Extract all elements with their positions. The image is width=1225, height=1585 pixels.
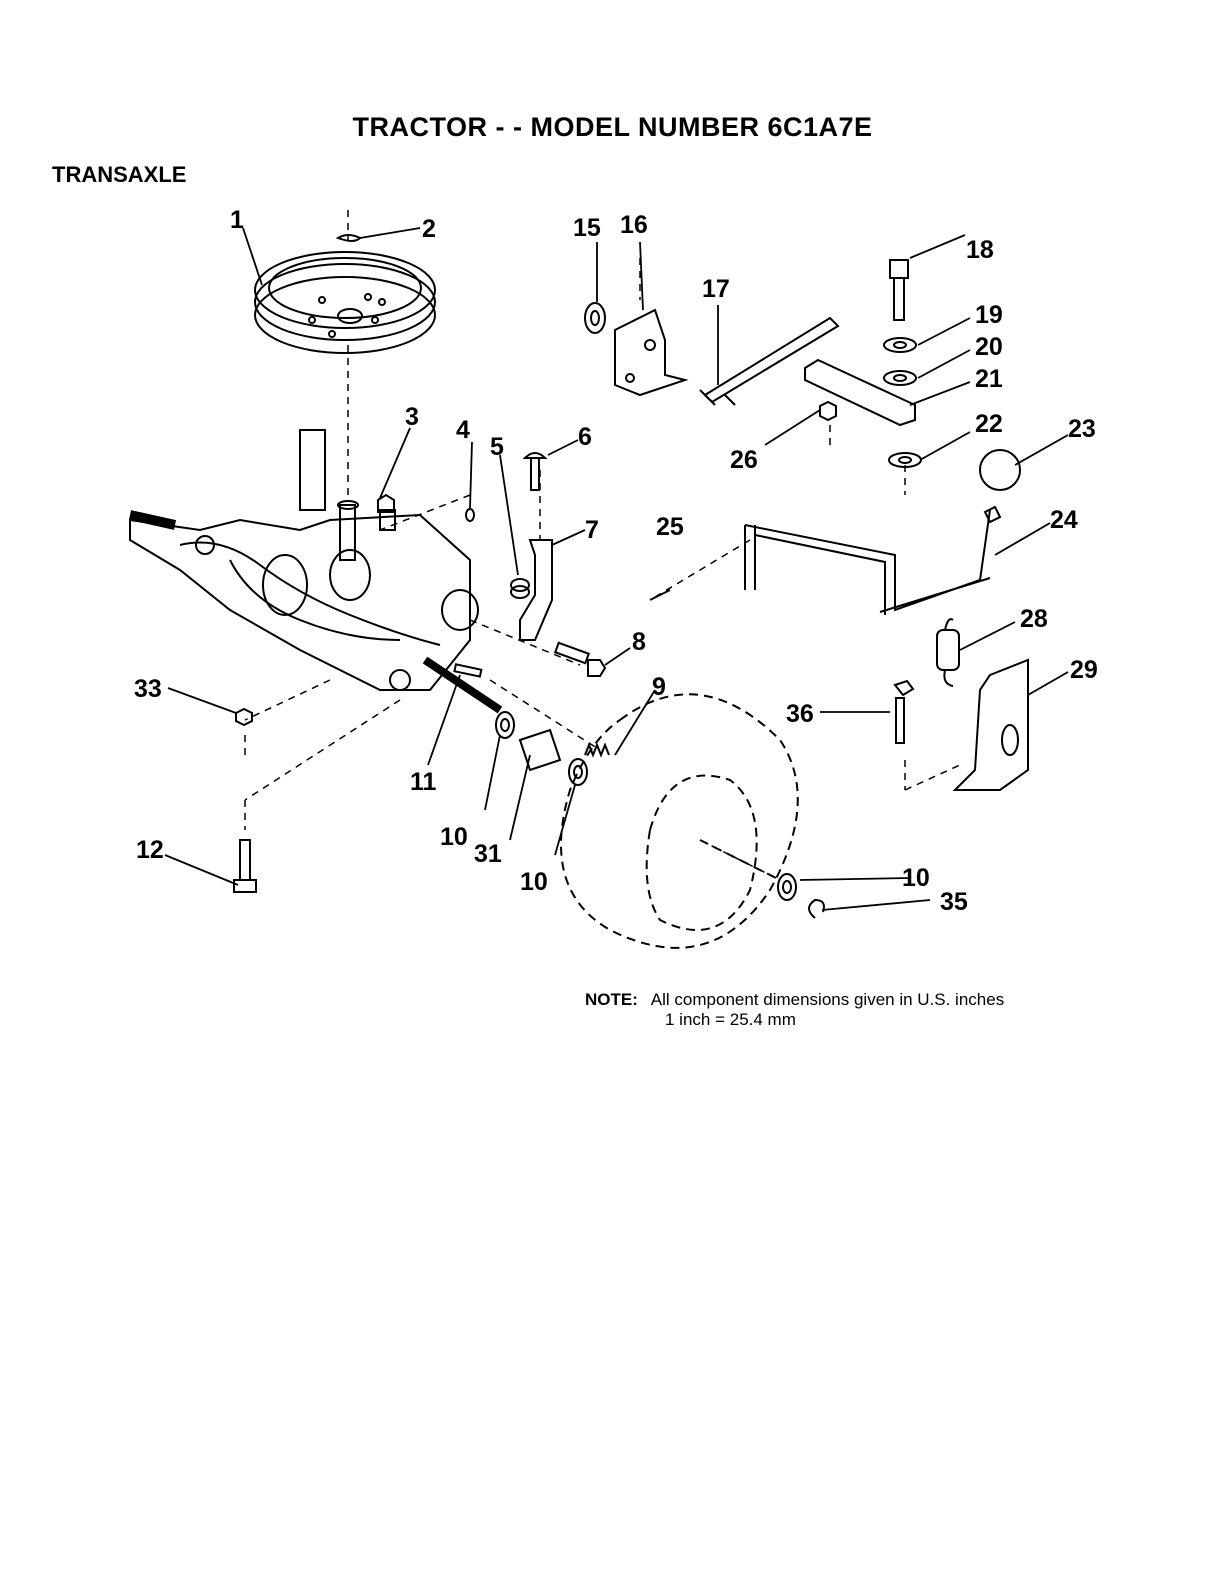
callout-12: 12 bbox=[136, 836, 164, 864]
carriage-bolt-part bbox=[525, 453, 545, 490]
note-line-1: All component dimensions given in U.S. i… bbox=[651, 990, 1004, 1009]
transaxle-housing bbox=[130, 430, 500, 710]
shift-lever-part bbox=[745, 510, 990, 615]
pulley-part bbox=[255, 252, 435, 353]
note-line-2: 1 inch = 25.4 mm bbox=[585, 1010, 1004, 1030]
callout-19: 19 bbox=[975, 301, 1003, 329]
callout-4: 4 bbox=[456, 416, 470, 444]
tension-spring-part bbox=[937, 630, 959, 670]
callout-5: 5 bbox=[490, 433, 504, 461]
callout-22: 22 bbox=[975, 410, 1003, 438]
callout-18: 18 bbox=[966, 236, 994, 264]
callout-21: 21 bbox=[975, 365, 1003, 393]
callout-1: 1 bbox=[230, 206, 244, 234]
callout-35: 35 bbox=[940, 888, 968, 916]
nut-part bbox=[236, 709, 252, 725]
callout-20: 20 bbox=[975, 333, 1003, 361]
axle-key-part bbox=[454, 664, 481, 676]
link-plate-part bbox=[805, 360, 915, 425]
key-part bbox=[338, 235, 360, 241]
callout-17: 17 bbox=[702, 275, 730, 303]
hex-bolt-part bbox=[555, 643, 605, 676]
callout-3: 3 bbox=[405, 403, 419, 431]
callout-29: 29 bbox=[1070, 656, 1098, 684]
callout-23: 23 bbox=[1068, 415, 1096, 443]
callout-36: 36 bbox=[786, 700, 814, 728]
callout-31: 31 bbox=[474, 840, 502, 868]
knob-part bbox=[980, 450, 1020, 490]
callout-8: 8 bbox=[632, 628, 646, 656]
callout-24: 24 bbox=[1050, 506, 1078, 534]
callout-10-c: 10 bbox=[902, 864, 930, 892]
dimension-note: NOTE: All component dimensions given in … bbox=[585, 990, 1004, 1030]
callout-16: 16 bbox=[620, 211, 648, 239]
callout-10-b: 10 bbox=[520, 868, 548, 896]
wheel-part bbox=[561, 694, 798, 948]
callout-15: 15 bbox=[573, 214, 601, 242]
callout-9: 9 bbox=[652, 673, 666, 701]
bushing-part bbox=[511, 579, 529, 598]
callout-7: 7 bbox=[585, 516, 599, 544]
callout-2: 2 bbox=[422, 215, 436, 243]
note-key: NOTE: bbox=[585, 990, 647, 1010]
callout-28: 28 bbox=[1020, 605, 1048, 633]
callout-33: 33 bbox=[134, 675, 162, 703]
mount-bracket-part bbox=[615, 310, 685, 395]
callout-26: 26 bbox=[730, 446, 758, 474]
callout-10-a: 10 bbox=[440, 823, 468, 851]
callout-25: 25 bbox=[656, 513, 684, 541]
mount-plate-part bbox=[955, 660, 1028, 790]
callout-11: 11 bbox=[410, 768, 437, 796]
callout-6: 6 bbox=[578, 423, 592, 451]
